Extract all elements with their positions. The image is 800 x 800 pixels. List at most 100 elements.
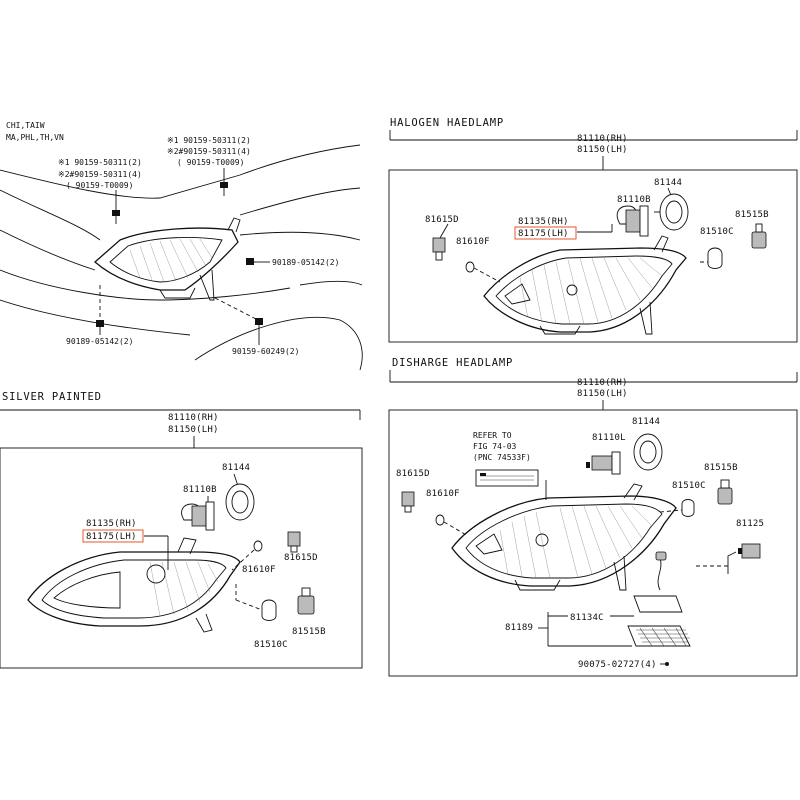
bolt-b <box>220 168 228 196</box>
silver-81175-highlight <box>82 529 144 543</box>
callout-d: 90189-05142(2) <box>66 337 133 346</box>
halogen-81144: 81144 <box>654 178 682 188</box>
region-note-2: MA,PHL,TH,VN <box>6 133 64 142</box>
halogen-side-bulb-icon <box>700 247 723 269</box>
bolt-a <box>112 190 120 224</box>
fender-top-line <box>239 187 361 216</box>
discharge-socket-b-icon <box>717 479 733 505</box>
silver-bulb-icon <box>181 501 215 531</box>
discharge-title: DISHARGE HEADLAMP <box>392 357 513 369</box>
discharge-cap-icon <box>633 433 663 471</box>
hood-front-line <box>0 189 101 241</box>
refer-line-2: FIG 74-03 <box>473 442 517 451</box>
callout-b3: ( 90159-T0009) <box>177 158 244 167</box>
silver-lamp-top-tab <box>177 537 197 555</box>
silver-81144: 81144 <box>222 463 250 473</box>
discharge-section: DISHARGE HEADLAMP 81110(RH) 81150(LH) RE… <box>388 357 798 677</box>
silver-socket-icon <box>287 531 301 553</box>
wheel-arch <box>194 316 363 371</box>
halogen-81510c: 81510C <box>700 227 734 237</box>
body-headlamp-housing <box>94 227 239 291</box>
halogen-lamp-hatch <box>519 257 663 325</box>
body-headlamp-hatch <box>129 238 213 283</box>
discharge-hid-bulb-icon <box>586 451 621 475</box>
refer-line-3: (PNC 74533F) <box>473 453 531 462</box>
halogen-81610f: 81610F <box>456 237 490 247</box>
silver-lamp-leg <box>195 613 213 633</box>
body-view: CHI,TAIW MA,PHL,TH,VN ※1 90159-50311(2) … <box>0 121 363 371</box>
discharge-lamp-indicator <box>475 533 503 555</box>
silver-81175: 81175(LH) <box>86 532 137 542</box>
discharge-81125: 81125 <box>736 519 764 529</box>
discharge-ballast-icon <box>627 551 691 647</box>
silver-81135: 81135(RH) <box>86 519 137 529</box>
silver-81610f: 81610F <box>242 565 276 575</box>
callout-b1: ※1 90159-50311(2) <box>167 136 251 145</box>
body-headlamp-leg <box>199 269 215 301</box>
callout-a1: ※1 90159-50311(2) <box>58 158 142 167</box>
silver-lamp-lens <box>41 559 227 619</box>
halogen-socket-icon <box>432 237 446 261</box>
discharge-side-bulb-icon <box>659 499 695 517</box>
halogen-lamp-housing <box>483 247 687 333</box>
bolt-d <box>96 285 104 335</box>
discharge-lamp-leg <box>613 555 627 591</box>
halogen-socket-b-icon <box>751 223 767 249</box>
silver-small-bulb-icon <box>253 540 263 552</box>
callout-e: 90159-60249(2) <box>232 347 299 356</box>
discharge-asm-lh: 81150(LH) <box>577 389 628 399</box>
discharge-lamp-housing <box>451 495 677 587</box>
discharge-81110l: 81110L <box>592 433 626 443</box>
discharge-asm-rh: 81110(RH) <box>577 378 628 388</box>
silver-lamp-hatch <box>149 561 219 617</box>
callout-a3: ( 90159-T0009) <box>66 181 133 190</box>
discharge-lamp-top-tab <box>623 483 643 501</box>
fender-mid-line <box>239 231 361 241</box>
halogen-81515b: 81515B <box>735 210 769 220</box>
discharge-lamp-bracket <box>514 579 561 591</box>
discharge-81515b: 81515B <box>704 463 738 473</box>
silver-socket-b-icon <box>297 587 315 615</box>
halogen-lamp-top-tab <box>653 235 669 253</box>
discharge-81615d: 81615D <box>396 469 430 479</box>
silver-title: SILVER PAINTED <box>2 391 102 403</box>
silver-81510c: 81510C <box>254 640 288 650</box>
discharge-lamp-bulbhole <box>535 533 549 547</box>
silver-lamp-bulbhole <box>146 564 166 584</box>
halogen-bulb-icon <box>616 205 649 237</box>
silver-side-bulb-icon <box>235 584 277 621</box>
halogen-lamp-bulbhole <box>566 284 578 296</box>
halogen-81615d: 81615D <box>425 215 459 225</box>
halogen-81175: 81175(LH) <box>518 229 569 239</box>
body-headlamp-bracket <box>159 287 196 299</box>
body-headlamp-lens <box>109 237 223 283</box>
halogen-small-bulb-icon <box>465 261 475 273</box>
halogen-box <box>388 169 798 343</box>
bumper-top-line <box>0 229 96 271</box>
silver-81110b: 81110B <box>183 485 217 495</box>
halogen-lamp-indicator <box>504 283 531 305</box>
hood-edge <box>0 144 361 199</box>
silver-asm-lh: 81150(LH) <box>168 425 219 435</box>
body-headlamp-top-tab <box>227 217 241 233</box>
silver-lamp-reflector <box>53 571 121 609</box>
discharge-box <box>388 409 798 677</box>
bolt-e <box>214 297 263 345</box>
discharge-81189: 81189 <box>505 623 533 633</box>
bumper-lower-line <box>0 299 191 336</box>
refer-line-1: REFER TO <box>473 431 512 440</box>
discharge-small-bulb-icon <box>435 514 445 526</box>
bolt-c <box>246 258 270 265</box>
discharge-lamp-hatch <box>499 505 653 579</box>
silver-asm-rh: 81110(RH) <box>168 413 219 423</box>
callout-a2: ※2#90159-50311(4) <box>58 170 142 179</box>
halogen-cap-icon <box>654 193 689 231</box>
halogen-asm-rh: 81110(RH) <box>577 134 628 144</box>
discharge-81134c: 81134C <box>570 613 604 623</box>
discharge-81144: 81144 <box>632 417 660 427</box>
refer-box <box>475 469 539 487</box>
callout-c: 90189-05142(2) <box>272 258 339 267</box>
halogen-lamp-bracket <box>539 325 581 335</box>
silver-81515b: 81515B <box>292 627 326 637</box>
